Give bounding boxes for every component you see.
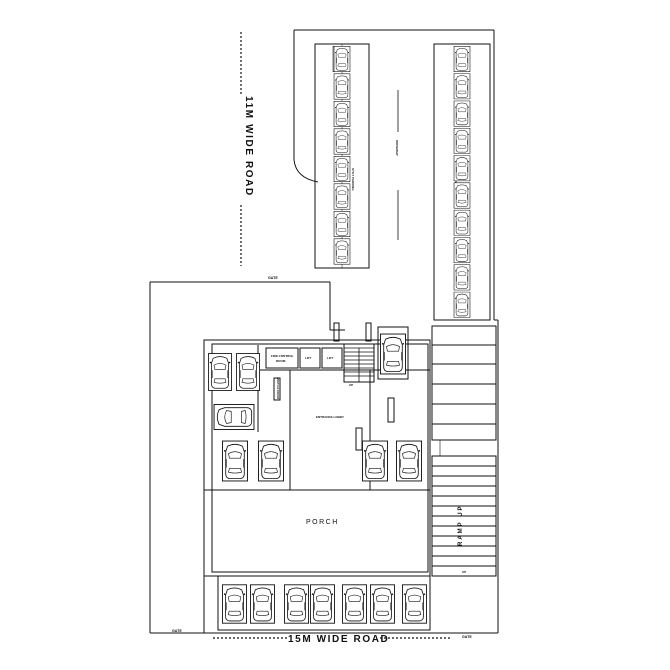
parked-car-3 (333, 128, 351, 155)
ramp (431, 325, 497, 577)
entrance-lobby-label: ENTRANCE LOBBY (316, 415, 344, 419)
lift-label-2: LIFT (327, 356, 333, 360)
parked-car-13 (453, 182, 471, 209)
parked-car-30 (342, 584, 367, 624)
parked-car-15 (453, 237, 471, 264)
parked-car-18 (208, 352, 232, 392)
parked-car-23 (362, 440, 388, 482)
gate-label-bottom-left: GATE (172, 629, 182, 633)
parked-car-19 (236, 352, 260, 392)
parked-car-1 (333, 73, 351, 100)
parked-car-16 (453, 264, 471, 291)
road-label-11m: 11M WIDE ROAD (240, 32, 254, 266)
fire-control-room-label-1: FIRE CONTROL (271, 354, 294, 358)
building-block (203, 322, 431, 577)
parked-car-32 (402, 584, 427, 624)
parked-car-21 (222, 440, 248, 482)
up-label-ramp: UP (462, 570, 466, 574)
road-label-top: 11M WIDE ROAD (243, 96, 254, 197)
parked-car-6 (333, 211, 351, 237)
parked-car-25 (380, 333, 406, 375)
porch-label: PORCH (306, 519, 339, 526)
site-boundary (149, 29, 499, 634)
parked-car-24 (396, 440, 422, 482)
driveway-label: DRIVEWAY (395, 140, 399, 156)
parked-car-28 (284, 584, 309, 624)
parked-car-4 (333, 156, 351, 182)
parked-car-22 (258, 440, 284, 482)
road-label-bottom: 15M WIDE ROAD (288, 634, 389, 645)
parking-column-right (433, 43, 491, 321)
watch-room-label: WATCH ROOM (276, 378, 280, 399)
up-label-stair: UP (349, 383, 353, 387)
parked-car-17 (453, 291, 471, 318)
parked-car-7 (333, 238, 351, 265)
parked-car-12 (453, 155, 471, 182)
parked-car-9 (453, 73, 471, 100)
parked-car-20 (213, 404, 255, 430)
parked-car-0 (333, 46, 351, 72)
parked-car-26 (222, 584, 247, 624)
fire-control-room-label-2: ROOM (276, 359, 286, 363)
parked-car-5 (333, 183, 351, 210)
ramp-up-label: RAMP UP (458, 504, 464, 546)
parked-car-10 (453, 100, 471, 127)
parked-car-27 (250, 584, 275, 624)
parked-car-31 (370, 584, 395, 624)
stilt-parking-label-left: STILT PARKING (351, 168, 355, 191)
parked-car-29 (310, 584, 335, 624)
parked-car-11 (453, 127, 471, 154)
parking-row-bottom (217, 575, 431, 631)
gate-label-top: GATE (268, 276, 278, 280)
parked-car-2 (333, 101, 351, 127)
parked-car-8 (453, 46, 471, 72)
parked-car-14 (453, 209, 471, 236)
road-label-15m: 15M WIDE ROAD (213, 634, 450, 645)
lift-label-1: LIFT (305, 356, 311, 360)
gate-label-bottom-right: GATE (462, 635, 472, 639)
stair (344, 347, 374, 382)
